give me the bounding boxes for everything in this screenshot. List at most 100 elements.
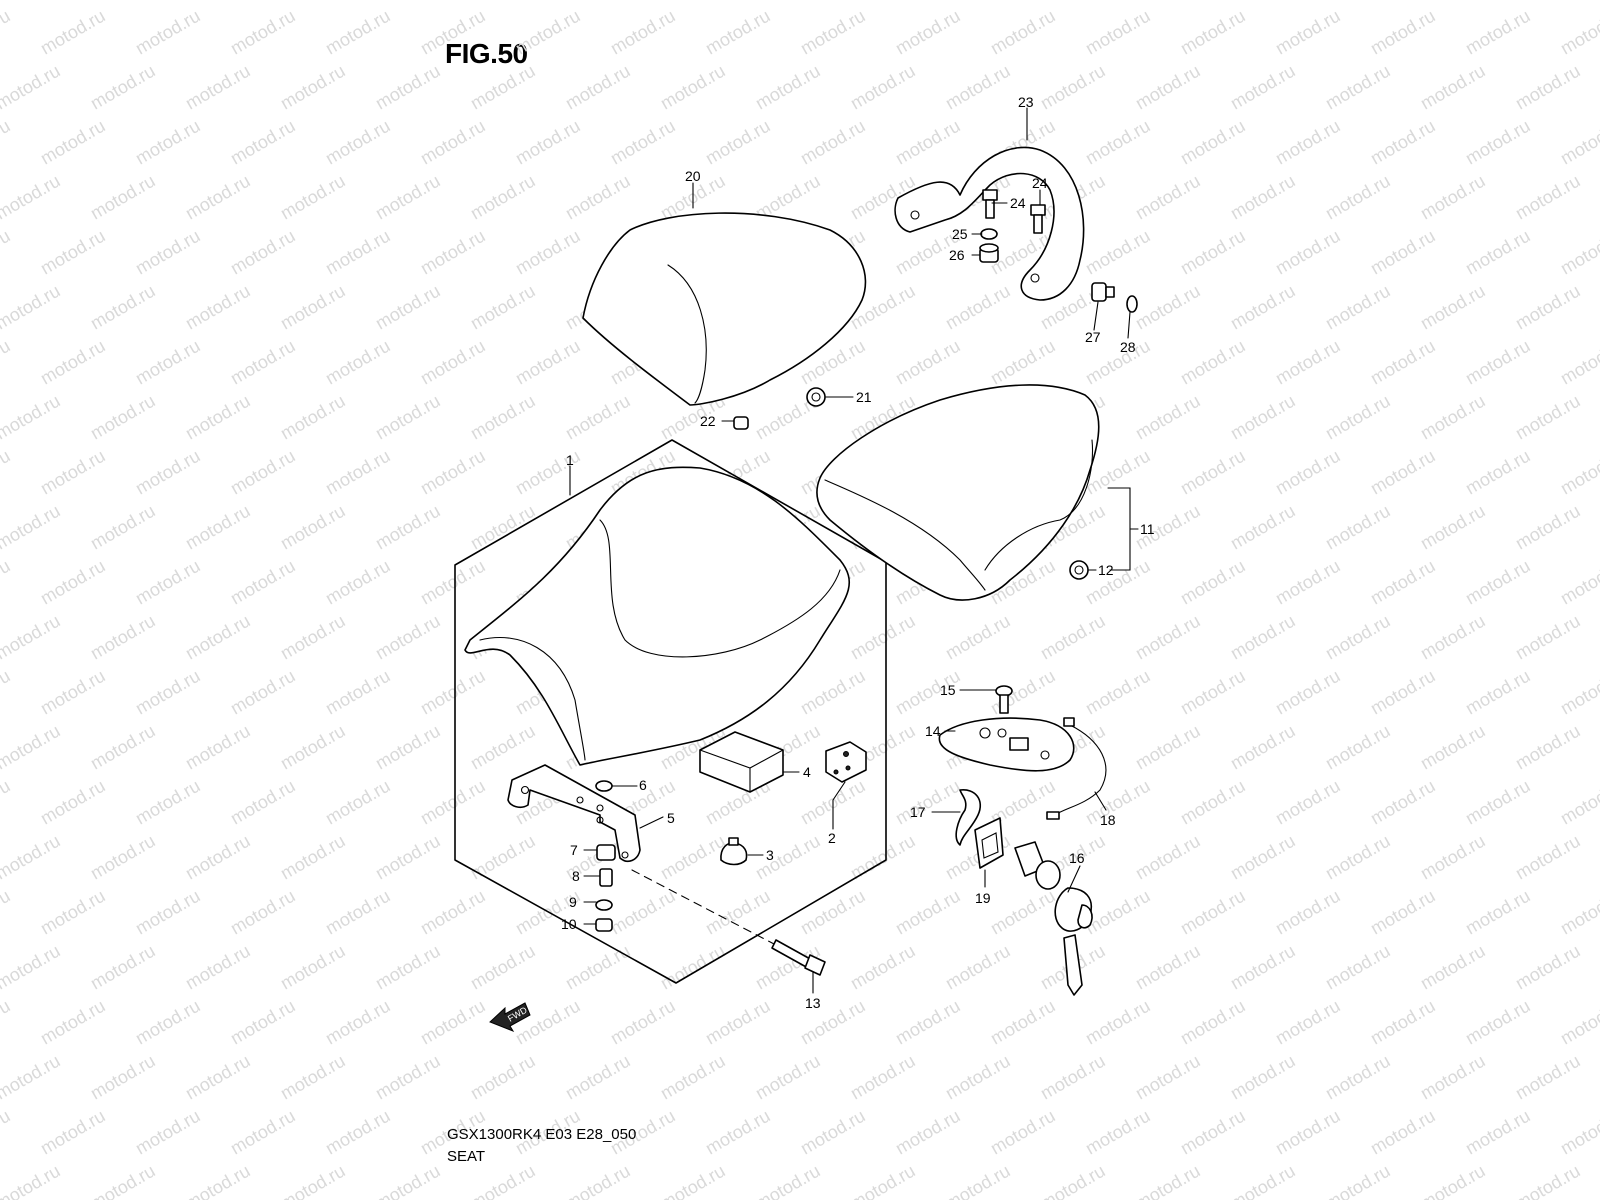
watermark-text: motod.ru [1367,6,1439,59]
watermark-text: motod.ru [1557,996,1600,1049]
watermark-text: motod.ru [87,1051,159,1104]
watermark-text: motod.ru [277,1161,349,1200]
watermark-text: motod.ru [1272,886,1344,939]
callout-25: 25 [952,226,968,242]
watermark-text: motod.ru [182,1161,254,1200]
watermark-text: motod.ru [0,61,64,114]
watermark-text: motod.ru [1367,1106,1439,1159]
watermark-text: motod.ru [1082,556,1154,609]
watermark-text: motod.ru [1322,941,1394,994]
watermark-text: motod.ru [562,61,634,114]
watermark-text: motod.ru [372,171,444,224]
watermark-text: motod.ru [1462,776,1534,829]
watermark-text: motod.ru [372,1161,444,1200]
watermark-text: motod.ru [1132,61,1204,114]
watermark-text: motod.ru [132,6,204,59]
watermark-text: motod.ru [607,116,679,169]
bolt-24-left [982,189,998,219]
watermark-text: motod.ru [37,116,109,169]
watermark-text: motod.ru [322,1106,394,1159]
pillion-seat [816,384,1100,601]
watermark-text: motod.ru [1417,611,1489,664]
watermark-text: motod.ru [0,666,14,719]
watermark-text: motod.ru [132,776,204,829]
watermark-text: motod.ru [0,281,64,334]
lock-bracket-19 [974,817,1004,869]
watermark-text: motod.ru [657,0,729,3]
watermark-text: motod.ru [942,941,1014,994]
watermark-text: motod.ru [0,611,64,664]
watermark-text: motod.ru [942,61,1014,114]
watermark-text: motod.ru [1132,281,1204,334]
watermark-text: motod.ru [1367,886,1439,939]
watermark-text: motod.ru [797,666,869,719]
watermark-text: motod.ru [277,611,349,664]
watermark-text: motod.ru [1462,1106,1534,1159]
watermark-text: motod.ru [417,886,489,939]
watermark-text: motod.ru [847,61,919,114]
callout-14: 14 [925,723,941,739]
watermark-text: motod.ru [1322,721,1394,774]
watermark-text: motod.ru [1557,6,1600,59]
watermark-text: motod.ru [87,941,159,994]
watermark-text: motod.ru [87,611,159,664]
watermark-text: motod.ru [277,0,349,3]
watermark-text: motod.ru [1227,1161,1299,1200]
watermark-text: motod.ru [657,831,729,884]
watermark-text: motod.ru [322,776,394,829]
watermark-text: motod.ru [322,336,394,389]
watermark-text: motod.ru [372,1051,444,1104]
diagram-code: GSX1300RK4 E03 E28_050 [447,1126,637,1143]
watermark-text: motod.ru [512,226,584,279]
watermark-text: motod.ru [132,336,204,389]
callout-28: 28 [1120,339,1136,355]
watermark-text: motod.ru [372,501,444,554]
watermark-text: motod.ru [797,1106,869,1159]
grommet-21 [806,387,826,407]
watermark-text: motod.ru [1132,611,1204,664]
watermark-text: motod.ru [0,336,14,389]
callout-27: 27 [1085,329,1101,345]
seat-kit-outline [454,439,887,984]
watermark-text: motod.ru [417,776,489,829]
watermark-text: motod.ru [372,611,444,664]
watermark-text: motod.ru [1272,446,1344,499]
watermark-text: motod.ru [942,0,1014,3]
callout-labels: 20 23 24 24 25 26 27 28 21 22 1 11 12 15… [561,94,1155,1011]
watermark-text: motod.ru [1557,446,1600,499]
watermark-text: motod.ru [1512,941,1584,994]
watermark-text: motod.ru [1272,336,1344,389]
watermark-text: motod.ru [1227,171,1299,224]
watermark-text: motod.ru [1227,1051,1299,1104]
watermark-text: motod.ru [1132,941,1204,994]
cushion-26 [979,243,999,263]
watermark-text: motod.ru [1417,0,1489,3]
callout-26: 26 [949,247,965,263]
watermark-text: motod.ru [0,0,64,3]
watermark-text: motod.ru [1462,116,1534,169]
watermark-text: motod.ru [847,1161,919,1200]
watermark-text: motod.ru [1367,666,1439,719]
watermark-text: motod.ru [182,391,254,444]
watermark-text: motod.ru [562,941,634,994]
callout-10: 10 [561,916,577,932]
watermark-text: motod.ru [657,61,729,114]
watermark-text: motod.ru [87,0,159,3]
watermark-text: motod.ru [37,1106,109,1159]
watermark-text: motod.ru [0,1051,64,1104]
watermark-text: motod.ru [1082,1106,1154,1159]
watermark-text: motod.ru [1177,666,1249,719]
watermark-text: motod.ru [1227,0,1299,3]
watermark-text: motod.ru [942,1161,1014,1200]
spacer-8 [599,868,613,887]
watermark-text: motod.ru [512,116,584,169]
watermark-text: motod.ru [1462,886,1534,939]
watermark-text: motod.ru [37,446,109,499]
watermark-text: motod.ru [322,556,394,609]
callout-7: 7 [570,842,578,858]
watermark-text: motod.ru [752,61,824,114]
watermark-text: motod.ru [1417,391,1489,444]
callout-11: 11 [1140,521,1155,537]
callout-20: 20 [685,168,701,184]
